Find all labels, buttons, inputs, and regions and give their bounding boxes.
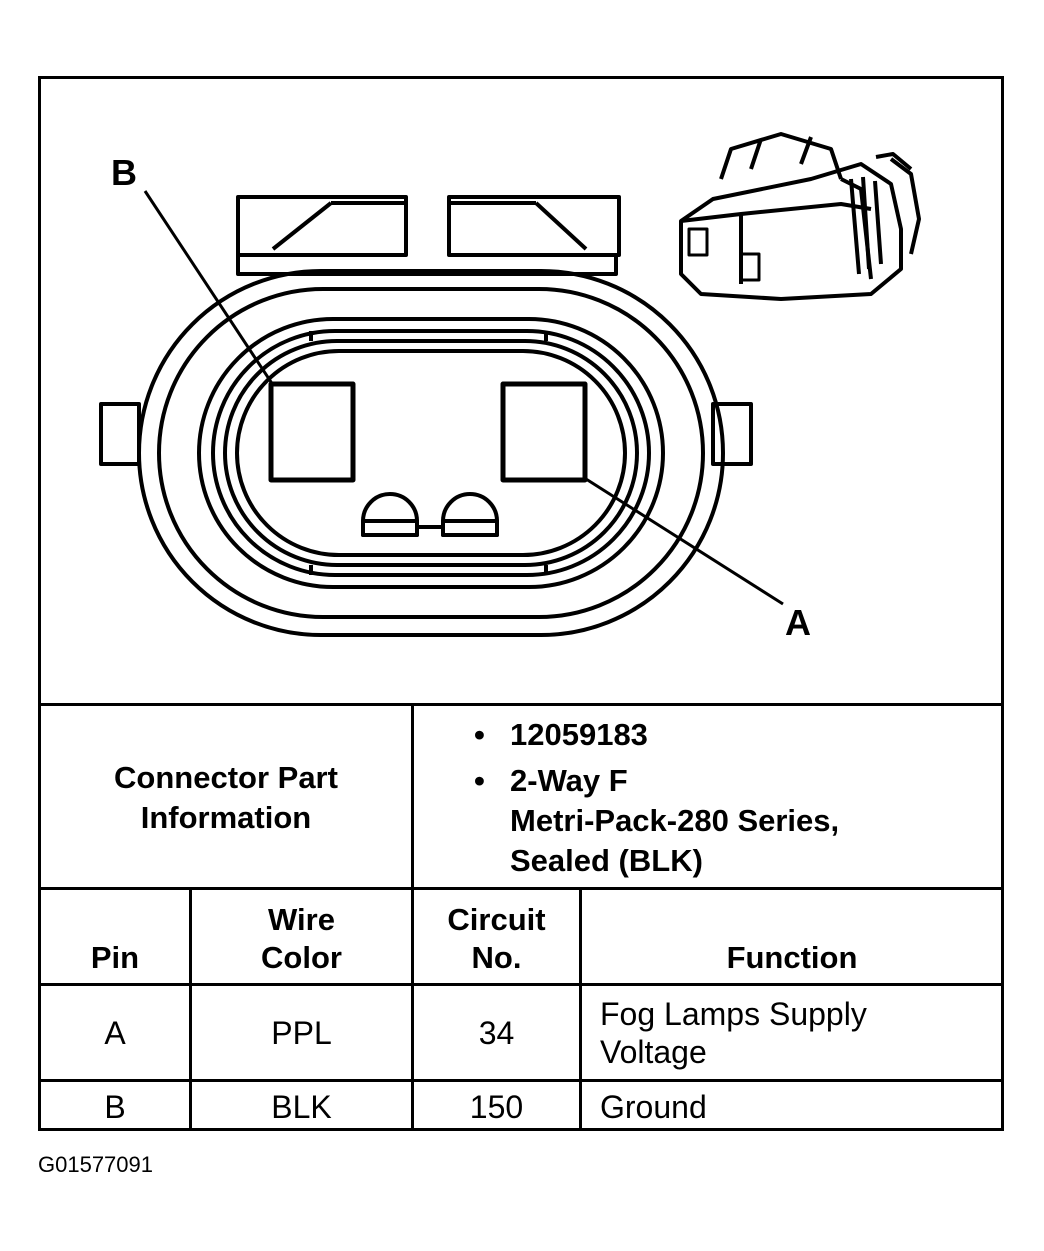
header-pin-text: Pin: [90, 940, 140, 975]
row-a-function-line2: Voltage: [600, 1033, 707, 1070]
connector-part-label-line2: Information: [140, 799, 312, 835]
header-pin: Pin: [41, 890, 189, 983]
figure-id: G01577091: [38, 1152, 153, 1177]
connector-part-label-line1: Connector Part: [114, 759, 338, 795]
left-side-tab: [99, 402, 141, 466]
connector-face-diagram: B A: [99, 132, 921, 643]
bullet-dot: •: [474, 716, 485, 752]
row-a-wire-color-text: PPL: [271, 1014, 332, 1051]
connector-type-line3: Sealed (BLK): [510, 842, 703, 878]
header-wire-color-line1: Wire: [268, 902, 335, 937]
polarization-bumps: [361, 492, 499, 537]
part-number: 12059183: [510, 716, 648, 752]
row-b-pin: B: [41, 1082, 189, 1131]
connector-type-bullet: • 2-Way F Metri-Pack-280 Series, Sealed …: [474, 761, 1002, 881]
row-a-pin-text: A: [104, 1014, 126, 1051]
connector-outer-shell: [137, 269, 725, 637]
terminal-cavity-b: [268, 381, 356, 483]
header-wire-color-line2: Color: [261, 940, 342, 975]
row-a-function: Fog Lamps Supply Voltage: [582, 986, 1002, 1079]
top-left-lock-tab: [236, 195, 408, 257]
header-wire-color: Wire Color: [192, 890, 411, 983]
top-right-lock-tab: [447, 195, 621, 257]
header-function-text: Function: [726, 940, 858, 975]
pin-label-b: B: [111, 152, 137, 193]
connector-type-line1: 2-Way F: [510, 762, 628, 798]
bullet-dot: •: [474, 762, 485, 798]
row-b-wire-color: BLK: [192, 1082, 411, 1131]
connector-3d-illustration: [679, 132, 921, 301]
connector-seal-ring: [197, 317, 665, 589]
row-a-function-line1: Fog Lamps Supply: [600, 995, 867, 1032]
row-a-circuit-text: 34: [478, 1014, 515, 1051]
connector-part-info-label: Connector Part Information: [41, 706, 411, 889]
terminal-cavity-a: [500, 381, 588, 483]
part-number-bullet: • 12059183: [474, 715, 1002, 755]
row-b-wire-color-text: BLK: [271, 1088, 332, 1125]
row-b-pin-text: B: [104, 1088, 126, 1125]
header-circuit-no: Circuit No.: [414, 890, 579, 983]
row-a-circuit: 34: [414, 986, 579, 1079]
connector-type-line2: Metri-Pack-280 Series,: [510, 802, 840, 838]
row-b-function: Ground: [582, 1082, 1002, 1131]
leader-line-a: [585, 477, 784, 606]
row-b-function-line1: Ground: [600, 1088, 707, 1125]
right-side-tab: [711, 402, 753, 466]
row-b-circuit: 150: [414, 1082, 579, 1131]
connector-sheet: B A Connector Part Information • 1205918…: [38, 76, 1004, 1131]
connector-part-info: • 12059183 • 2-Way F Metri-Pack-280 Seri…: [414, 706, 1002, 889]
header-function: Function: [582, 890, 1002, 983]
pin-label-a: A: [785, 602, 811, 643]
leader-line-b: [143, 190, 275, 386]
row-b-circuit-text: 150: [469, 1088, 524, 1125]
header-circuit-line1: Circuit: [447, 902, 546, 937]
row-a-wire-color: PPL: [192, 986, 411, 1079]
row-a-pin: A: [41, 986, 189, 1079]
header-circuit-line2: No.: [471, 940, 522, 975]
